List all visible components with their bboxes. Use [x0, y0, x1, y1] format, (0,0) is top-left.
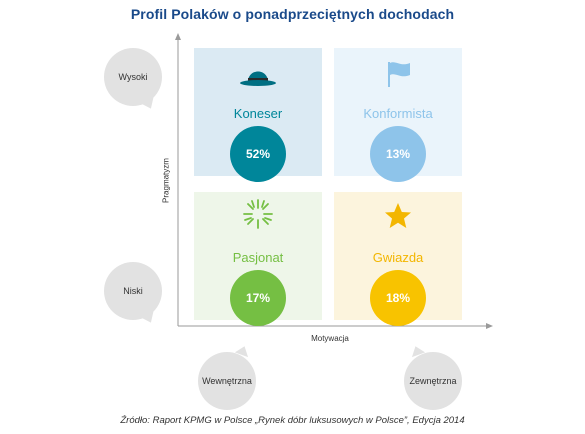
- quadrant-konformista: Konformista 13%: [334, 48, 462, 182]
- quadrant-label: Koneser: [233, 106, 283, 121]
- quadrant-value: 18%: [370, 270, 426, 326]
- x-right-label: Zewnętrzna: [409, 376, 457, 386]
- source-note: Źródło: Raport KPMG w Polsce „Rynek dóbr…: [120, 415, 465, 426]
- quadrant-value: 17%: [230, 270, 286, 326]
- flag-icon: [388, 62, 410, 87]
- y-low-bubble: Niski: [104, 262, 162, 326]
- y-axis-label: Pragmatyzm: [161, 158, 171, 203]
- quadrant-label: Gwiazda: [372, 250, 424, 265]
- x-left-bubble: Wewnętrzna: [198, 343, 256, 410]
- x-left-label: Wewnętrzna: [202, 376, 252, 386]
- quadrant-koneser: Koneser 52%: [194, 48, 322, 182]
- quadrant-pasjonat: Pasjonat 17%: [194, 192, 322, 326]
- quadrant-gwiazda: Gwiazda 18%: [334, 192, 462, 326]
- star-icon: [385, 203, 411, 228]
- quadrant-label: Konformista: [363, 106, 433, 121]
- quadrant-value: 13%: [370, 126, 426, 182]
- y-low-label: Niski: [123, 286, 143, 296]
- firework-icon: [243, 199, 273, 229]
- quadrant-value: 52%: [230, 126, 286, 182]
- bowler-hat-icon: [240, 71, 276, 86]
- x-right-bubble: Zewnętrzna: [404, 343, 462, 410]
- quadrant-label: Pasjonat: [232, 250, 284, 265]
- page-title: Profil Polaków o ponadprzeciętnych docho…: [130, 6, 455, 22]
- y-high-bubble: Wysoki: [104, 48, 162, 112]
- y-high-label: Wysoki: [118, 72, 148, 82]
- x-axis-label: Motywacja: [311, 334, 349, 343]
